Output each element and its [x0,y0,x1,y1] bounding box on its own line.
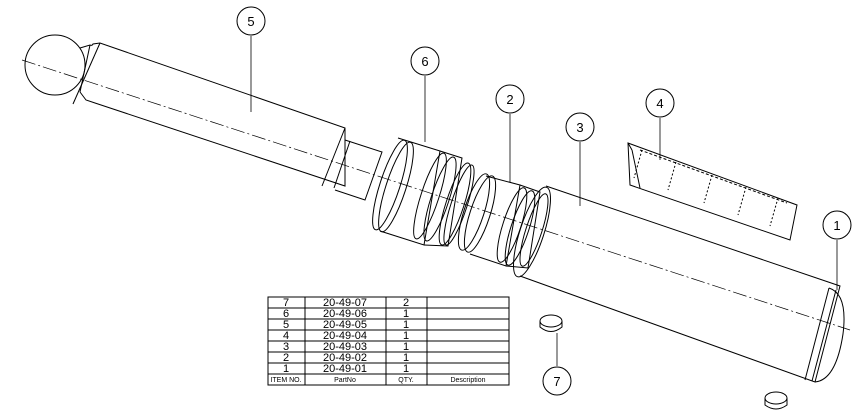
balloon-5 [236,6,266,36]
bom-qty-5: 1 [403,319,409,331]
balloon-3 [565,112,595,142]
svg-text:1: 1 [833,218,840,233]
bom-item-4: 4 [283,330,289,342]
bom-part-2: 20-49-02 [323,352,367,364]
balloon-2 [495,84,525,114]
balloon-1 [822,210,852,240]
balloon-7 [542,366,572,396]
bom-part-1: 20-49-01 [323,363,367,375]
bom-item-7: 7 [283,297,289,309]
bom-qty-4: 1 [403,330,409,342]
svg-text:5: 5 [247,14,254,29]
part-5-rod [24,34,383,201]
bom-part-6: 20-49-06 [323,308,367,320]
bom-item-5: 5 [283,319,289,331]
bom-part-4: 20-49-04 [323,330,367,342]
bom-qty-1: 1 [403,363,409,375]
bom-qty-3: 1 [403,341,409,353]
bom-item-2: 2 [283,352,289,364]
bom-item-1: 1 [283,363,289,375]
balloon-4 [645,88,675,118]
svg-text:2: 2 [506,92,513,107]
bom-header-item: ITEM NO. [270,377,301,384]
balloons: 5 6 2 3 4 1 7 [236,6,852,396]
balloon-6 [410,46,440,76]
svg-text:4: 4 [656,96,663,111]
plate-holes [633,149,779,227]
bom-part-5: 20-49-05 [323,319,367,331]
bom-header-description: Description [450,377,485,384]
part-2-seal [457,173,549,269]
bom-qty-6: 1 [403,308,409,320]
bom-item-3: 3 [283,341,289,353]
bom-header-part: PartNo [334,377,356,384]
part-7-caps [539,314,788,410]
svg-text:7: 7 [553,374,560,389]
bom-part-7: 20-49-07 [323,297,367,309]
part-4-plate [627,142,798,241]
bom-item-6: 6 [283,308,289,320]
part-6-housing [372,137,475,247]
part-3-barrel [513,185,845,383]
bom-qty-7: 2 [403,297,409,309]
bom-header-qty: QTY. [398,377,413,384]
svg-text:3: 3 [576,120,583,135]
bom-qty-2: 1 [403,352,409,364]
center-axis [21,59,851,331]
bom-part-3: 20-49-03 [323,341,367,353]
bom-table: 7 20-49-07 2 6 20-49-06 1 5 20-49-05 1 4… [267,296,510,386]
svg-text:6: 6 [421,54,428,69]
